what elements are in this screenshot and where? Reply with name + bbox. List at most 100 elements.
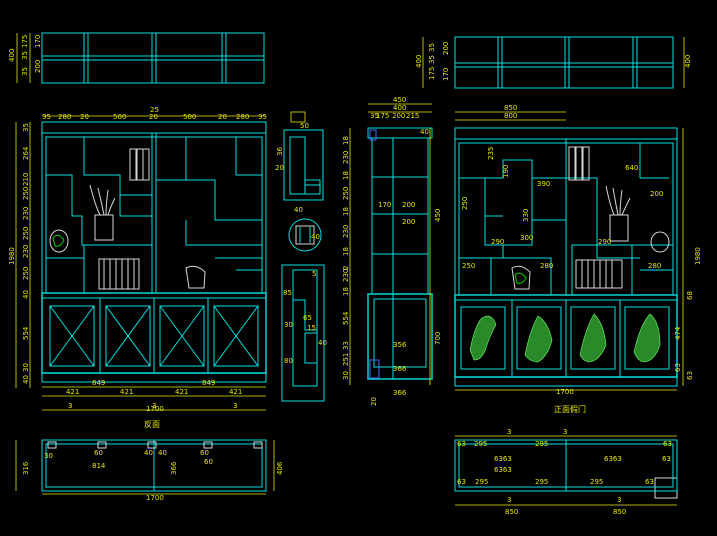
dim-side-left-9: 18 [342,287,350,296]
dim-bl-2: 40 [144,449,153,457]
dim-br-3: 295 [474,440,487,448]
dim-side-mid-4: 366 [393,365,407,373]
dim-front-in-10: 640 [625,164,638,172]
dim-front-in-8: 280 [540,262,553,270]
dim-front-in-2: 250 [461,197,469,210]
dim-tr-0: 400 [415,55,423,68]
dim-br-5: 63 [663,440,672,448]
dim-back-top-9: 35 [258,113,267,121]
dim-tl-4: 200 [34,60,42,73]
dim-side-left-2: 18 [342,171,350,180]
dim-back-bot-9: 1700 [146,405,164,413]
dim-side-left-13: 30 [342,371,350,380]
dim-back-bot-0: 849 [92,379,105,387]
dim-front-in-1: 190 [502,165,510,178]
dim-side-left-1: 230 [342,151,350,164]
dim-bl-6: 60 [204,458,213,466]
label-front: 正面假门 [554,404,586,414]
dim-front-in-3: 330 [522,209,530,222]
dim-side-top-2: 175 [376,112,389,120]
dim-back-bot-4: 421 [175,388,188,396]
dim-br-18: 850 [613,508,626,516]
dim-front-top-1: 800 [504,112,517,120]
dim-back-left-0: 35 [22,123,30,132]
dim-tl-2: 170 [34,35,42,48]
dim-front-r-4: 63 [686,371,694,380]
dim-side-left-4: 18 [342,207,350,216]
dim-side-mid-0: 170 [378,201,391,209]
dim-br-4: 295 [535,440,548,448]
dim-det-0: 50 [300,122,309,130]
dim-back-bot-6: 3 [68,402,72,410]
dim-det-8: 30 [284,321,293,329]
dim-front-in-5: 300 [520,234,533,242]
dim-side-left-10: 554 [342,311,350,325]
dim-det-3: 40 [311,233,320,241]
dim-side-mid-5: 366 [393,389,407,397]
dim-front-in-0: 235 [487,147,495,160]
dim-br-17: 850 [505,508,518,516]
dim-br-12: 295 [535,478,548,486]
dim-br-1: 3 [563,428,567,436]
dim-front-r-3: 63 [674,363,682,372]
plan-bottom-right: 3 3 63 295 295 63 6363 6363 63 295 63 63… [454,428,678,516]
dim-side-left-12: 251 [342,353,350,366]
dim-tl-5: 35 [21,67,29,76]
dim-bl-1: 60 [94,449,103,457]
dim-det-4: 40 [294,206,303,214]
dim-tr-2: 35 [428,43,436,52]
dim-front-r-2: 68 [686,291,694,300]
dim-back-bot-2: 421 [66,388,79,396]
dim-side-left-6: 18 [342,247,350,256]
dim-br-15: 3 [507,496,511,504]
dim-back-left-2: 210 [22,173,30,186]
dim-side-mid-6: 700 [434,332,442,345]
dim-side-top-0: 450 [393,96,406,104]
dim-br-16: 3 [617,496,621,504]
dim-back-top-6: 500 [183,113,196,121]
dim-tr-3: 35 [428,55,436,64]
dim-det-5: 5 [312,270,316,278]
dim-br-14: 63 [645,478,654,486]
dim-front-in-4: 390 [537,180,550,188]
dim-back-bot-7: 3 [152,402,156,410]
dim-det-10: 80 [284,357,293,365]
dim-det-1: 36 [276,147,284,156]
plan-top-right: 400 200 35 35 175 170 400 [415,36,692,89]
dim-side-left-3: 250 [342,187,350,200]
side-elevation: 450 400 175 200 215 40 35 18 230 18 250 … [342,96,442,406]
dim-back-top-1: 280 [58,113,71,121]
dim-bl-10: 1700 [146,494,164,502]
plan-top-left: 400 175 170 35 200 35 [8,32,265,84]
dim-back-top-7: 20 [218,113,227,121]
dim-back-left2-0: 554 [22,326,30,340]
dim-back-left2-2: 40 [22,375,30,384]
dim-det-9: 85 [283,289,292,297]
dim-back-top-3: 500 [113,113,126,121]
dim-bl-9: 406 [276,461,284,475]
dim-br-7: 6363 [604,455,622,463]
dim-back-left-9: 1980 [8,247,16,265]
dim-bl-8: 366 [170,461,178,475]
dim-br-6: 6363 [494,455,512,463]
dim-side-top-6: 35 [370,112,379,120]
dim-bl-7: 316 [22,461,30,475]
dim-tr-5: 170 [442,68,450,81]
dim-front-in-6: 290 [491,238,504,246]
dim-side-right-0: 450 [434,209,442,222]
back-elevation: 35 280 20 500 25 20 500 20 280 35 35 264… [8,106,267,429]
dim-back-bot-3: 421 [120,388,133,396]
dim-front-bot-0: 1700 [556,388,574,396]
dim-back-left-7: 250 [22,267,30,280]
dim-br-2: 63 [457,440,466,448]
dim-back-left-4: 230 [22,207,30,220]
dim-tl-1: 175 [21,35,29,48]
dim-side-mid-3: 356 [393,341,407,349]
dim-det-7: 15 [307,324,316,332]
dim-side-mid-1: 200 [402,201,415,209]
dim-side-top-4: 215 [406,112,419,120]
dim-side-left-14: 20 [370,397,378,406]
label-back: 反面 [144,419,160,429]
dim-back-top-8: 280 [236,113,249,121]
